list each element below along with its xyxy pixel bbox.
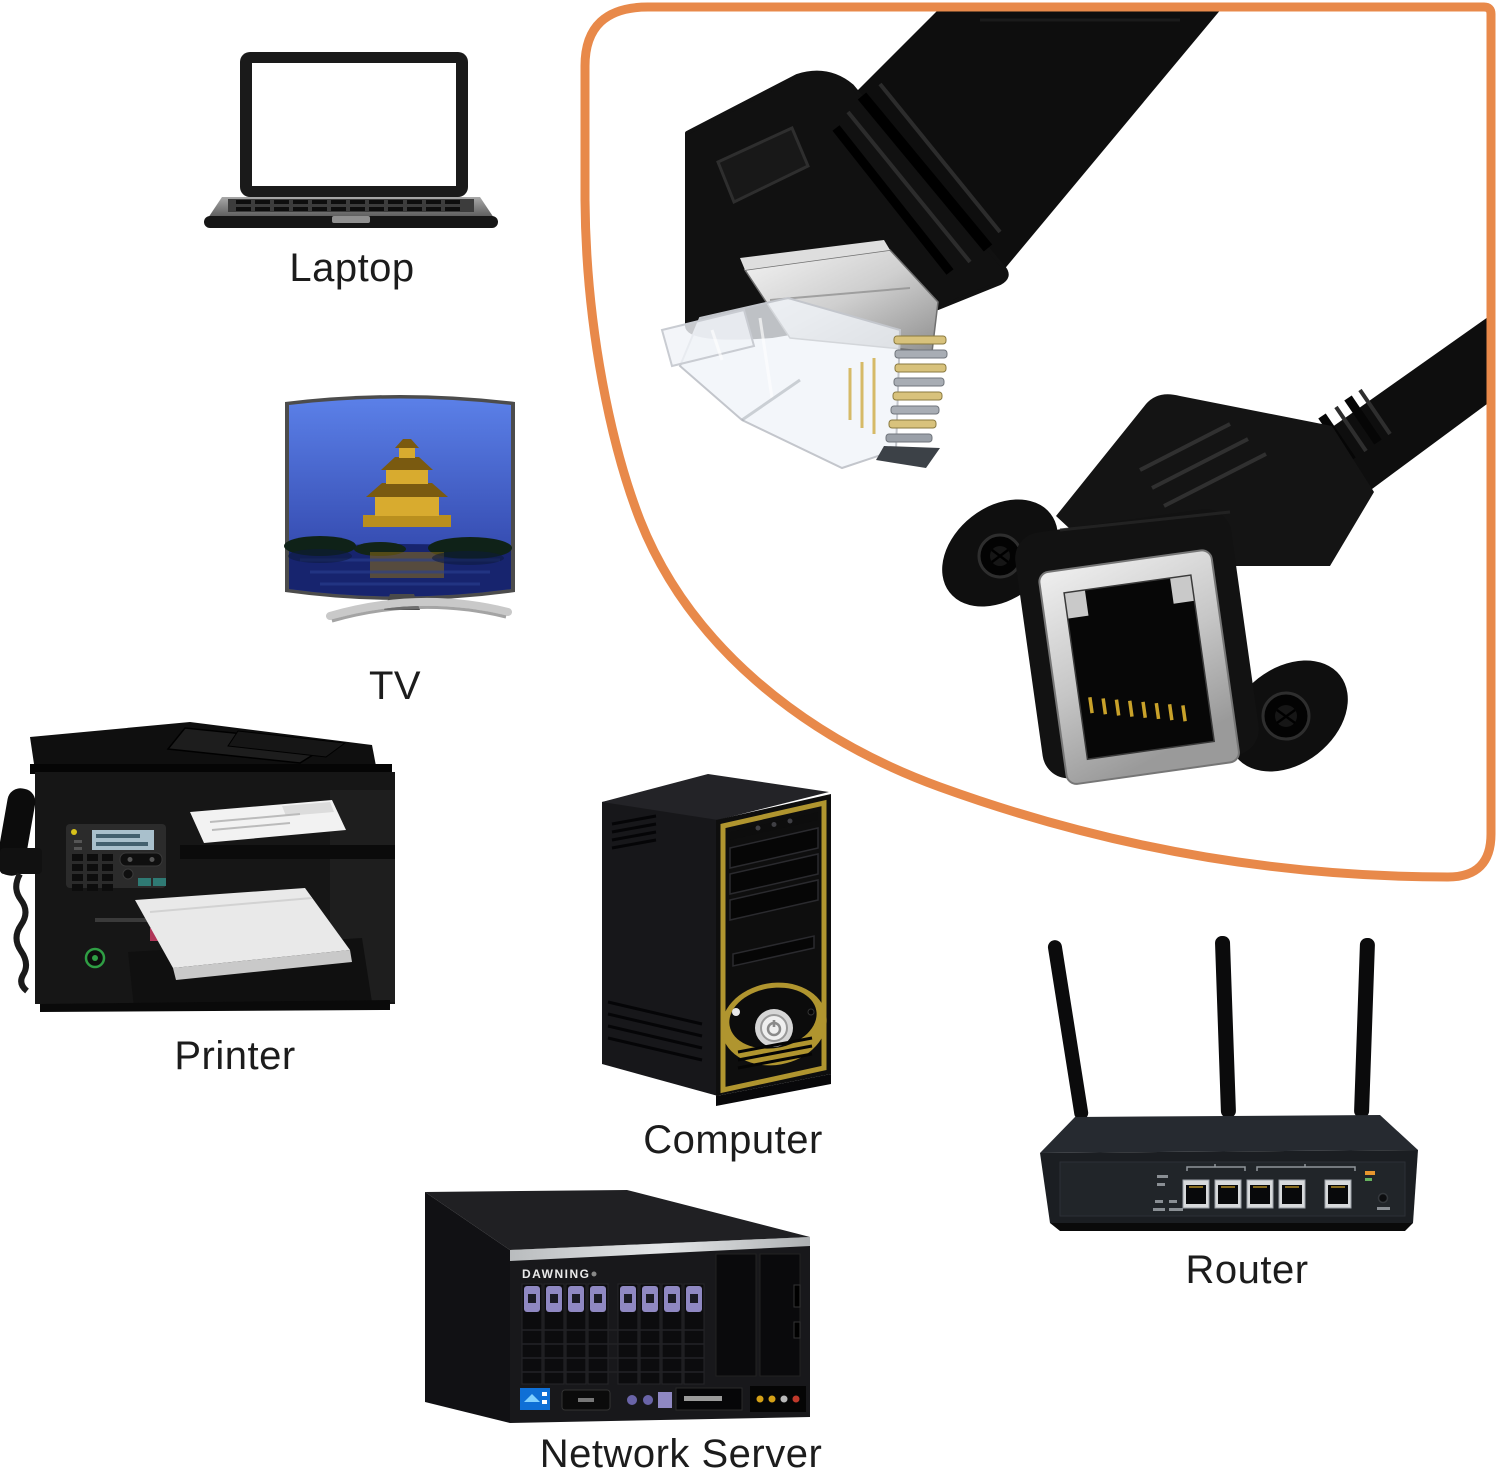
boot-grooves [1139,422,1267,508]
computer-vents [737,1036,813,1070]
router-ethernet-ports [1182,1179,1352,1209]
computer-drive-bays [729,827,819,967]
jack-gold-pins [1088,697,1187,722]
server-top-panel [425,1190,810,1250]
server-silver-strip [510,1237,810,1261]
gold-pins [885,335,948,443]
router-antennas [1047,936,1375,1121]
label-router: Router [1185,1248,1309,1292]
rj45-male-connector [660,7,1232,470]
printer-image [0,722,395,1012]
phone-cord [13,872,29,994]
printer-control-panel [66,824,166,891]
server-bottom-row [520,1386,806,1412]
rj45-jack-face [1038,549,1240,785]
latch-tab [660,308,756,368]
router-top-panel [1040,1115,1418,1153]
tv-stand [326,597,512,620]
laptop-keyboard [236,200,460,211]
label-printer: Printer [174,1034,296,1078]
label-tv: TV [368,664,422,708]
label-laptop: Laptop [289,246,415,290]
computer-top-panel [602,774,829,820]
mounting-ear-right [1228,660,1348,772]
tv-picture [284,439,512,597]
computer-image [602,774,831,1106]
server-image: DAWNING [425,1190,810,1423]
laptop-image [204,52,498,228]
router-reset-hole [1377,1192,1389,1204]
server-brand-text: DAWNING [522,1267,591,1281]
label-computer: Computer [643,1118,823,1162]
laptop-trackpad [332,216,370,223]
printer-keypad [72,854,113,891]
router-image [1040,936,1418,1231]
server-drive-bays [521,1283,705,1385]
laptop-screen [252,63,456,186]
inset-border [580,2,1496,882]
computer-gold-trim [720,799,827,1094]
tv-image [284,395,515,623]
server-side-panel [425,1192,510,1423]
printer-lcd [92,830,154,850]
router-indicator-labels [1153,1175,1183,1211]
inset-panel [580,2,1496,882]
printer-phone-handset [0,788,42,994]
rj45-female-connector [942,312,1491,785]
computer-side-panel [602,778,718,1096]
label-server: Network Server [539,1432,823,1475]
